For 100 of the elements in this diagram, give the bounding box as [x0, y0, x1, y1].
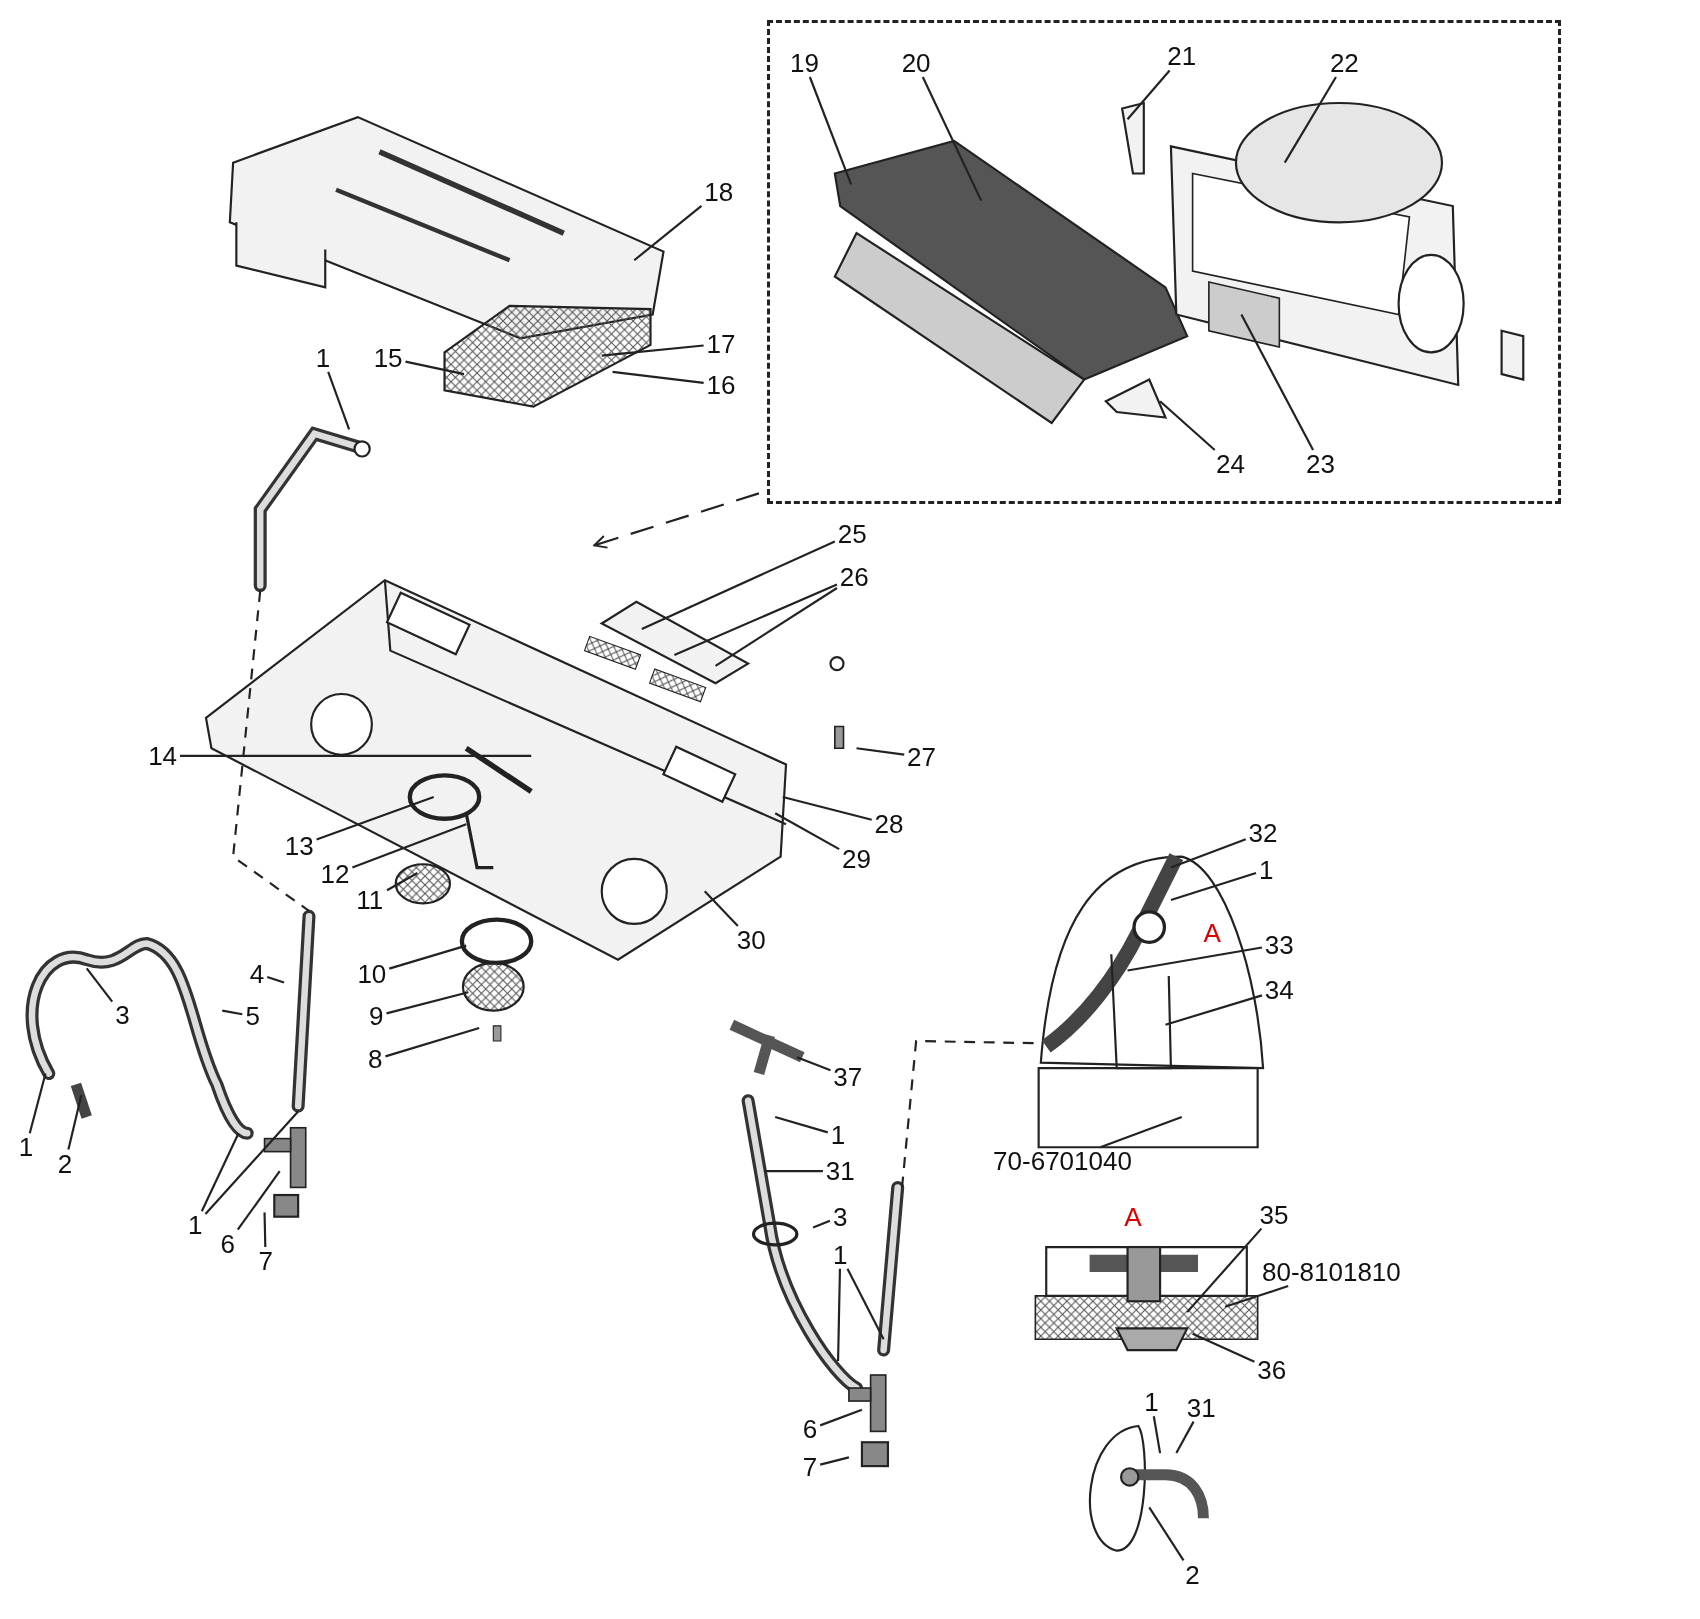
leader-line: [714, 587, 838, 667]
leader-line: [808, 76, 853, 185]
callout-number: 1: [833, 1241, 848, 1268]
leader-line: [1283, 76, 1337, 164]
leader-line: [204, 1110, 299, 1215]
callout-number: 27: [907, 743, 936, 770]
leader-line: [386, 872, 418, 892]
callout-number: 1: [1144, 1389, 1159, 1416]
callout-number: 11: [356, 887, 384, 914]
leader-line: [782, 795, 872, 821]
callout-number: 26: [839, 563, 869, 590]
callout-number: 2: [57, 1150, 73, 1177]
leader-line: [846, 1268, 885, 1340]
callout-number: 31: [825, 1158, 855, 1185]
callout-number: 80-8101810: [1261, 1259, 1401, 1285]
leader-line: [85, 967, 114, 1003]
view-letter: A: [1124, 1203, 1142, 1230]
leader-line: [405, 360, 465, 376]
leader-line: [1224, 1285, 1289, 1308]
callout-number: 13: [284, 832, 314, 859]
callout-number: 15: [373, 344, 403, 371]
leader-line: [1152, 1416, 1162, 1454]
leader-line: [774, 812, 840, 851]
callout-number: 7: [802, 1454, 818, 1481]
callout-number: 36: [1257, 1356, 1287, 1383]
detail-frame: [766, 19, 1562, 505]
callout-number: 10: [357, 960, 387, 987]
callout-number: 24: [1216, 451, 1245, 478]
callout-number: 18: [704, 178, 734, 205]
leader-line: [819, 1408, 863, 1427]
leader-line: [612, 370, 704, 384]
leader-line: [388, 944, 467, 970]
leader-line: [1192, 1332, 1255, 1363]
leader-line: [764, 1170, 823, 1173]
leader-line: [1170, 871, 1257, 902]
callout-number: 25: [837, 520, 867, 547]
callout-number: 29: [842, 845, 871, 872]
callout-number: 35: [1259, 1201, 1289, 1228]
callout-number: 31: [1186, 1394, 1216, 1421]
callout-number: 1: [1259, 856, 1274, 883]
callout-number: 33: [1264, 931, 1294, 958]
leader-line: [1175, 1421, 1195, 1454]
leader-line: [28, 1073, 47, 1134]
leader-line: [673, 583, 838, 656]
callout-number: 30: [736, 927, 766, 954]
leader-line: [316, 796, 435, 841]
leader-line: [200, 1132, 240, 1212]
leader-line: [1159, 400, 1216, 451]
leader-line: [385, 1026, 480, 1058]
callout-number: 8: [367, 1046, 383, 1073]
callout-number: 19: [790, 49, 819, 76]
leader-line: [812, 1219, 831, 1229]
leader-line: [266, 976, 285, 984]
leader-line: [921, 76, 983, 202]
callout-number: 21: [1167, 43, 1197, 70]
callout-number: 6: [220, 1230, 235, 1257]
callout-number: 3: [833, 1203, 848, 1230]
leader-line: [327, 371, 351, 430]
leader-line: [179, 754, 532, 757]
callout-number: 4: [249, 960, 265, 987]
callout-number: 6: [802, 1416, 818, 1443]
leader-line: [856, 747, 905, 756]
callout-number: 20: [901, 49, 931, 76]
leader-line: [236, 1170, 281, 1231]
leader-line: [819, 1456, 850, 1466]
callout-number: 7: [258, 1248, 273, 1275]
callout-number: 1: [830, 1122, 846, 1149]
callout-number: 1: [315, 344, 331, 371]
leader-line: [67, 1095, 83, 1150]
callout-number: 12: [320, 861, 350, 887]
callout-number: 22: [1329, 49, 1359, 76]
callout-number: 70-6701040: [993, 1148, 1132, 1175]
leader-line: [1148, 1506, 1185, 1562]
callout-number: 14: [148, 742, 178, 769]
callout-number: 9: [368, 1003, 384, 1030]
callout-number: 23: [1306, 451, 1335, 478]
leader-line: [1170, 838, 1247, 869]
leader-line: [703, 890, 739, 927]
callout-number: 37: [833, 1063, 863, 1090]
leader-line: [263, 1212, 267, 1248]
leader-line: [633, 205, 703, 262]
callout-number: 2: [1185, 1561, 1200, 1588]
leader-line: [1126, 69, 1171, 120]
leader-line: [1165, 994, 1263, 1026]
callout-number: 28: [874, 811, 904, 838]
leader-line: [1099, 1115, 1183, 1149]
callout-number: 34: [1264, 977, 1294, 1004]
callout-number: 17: [706, 330, 736, 357]
callout-number: 5: [245, 1003, 260, 1030]
view-letter: A: [1203, 919, 1221, 946]
leader-line: [796, 1056, 831, 1072]
callout-number: 32: [1248, 819, 1278, 846]
leader-line: [641, 540, 836, 630]
callout-number: 3: [115, 1002, 130, 1028]
leader-line: [1240, 313, 1315, 451]
leader-line: [386, 991, 469, 1015]
leader-line: [1127, 946, 1263, 972]
leader-line: [601, 344, 704, 357]
arrow: [593, 492, 760, 549]
leader-line: [774, 1115, 829, 1134]
